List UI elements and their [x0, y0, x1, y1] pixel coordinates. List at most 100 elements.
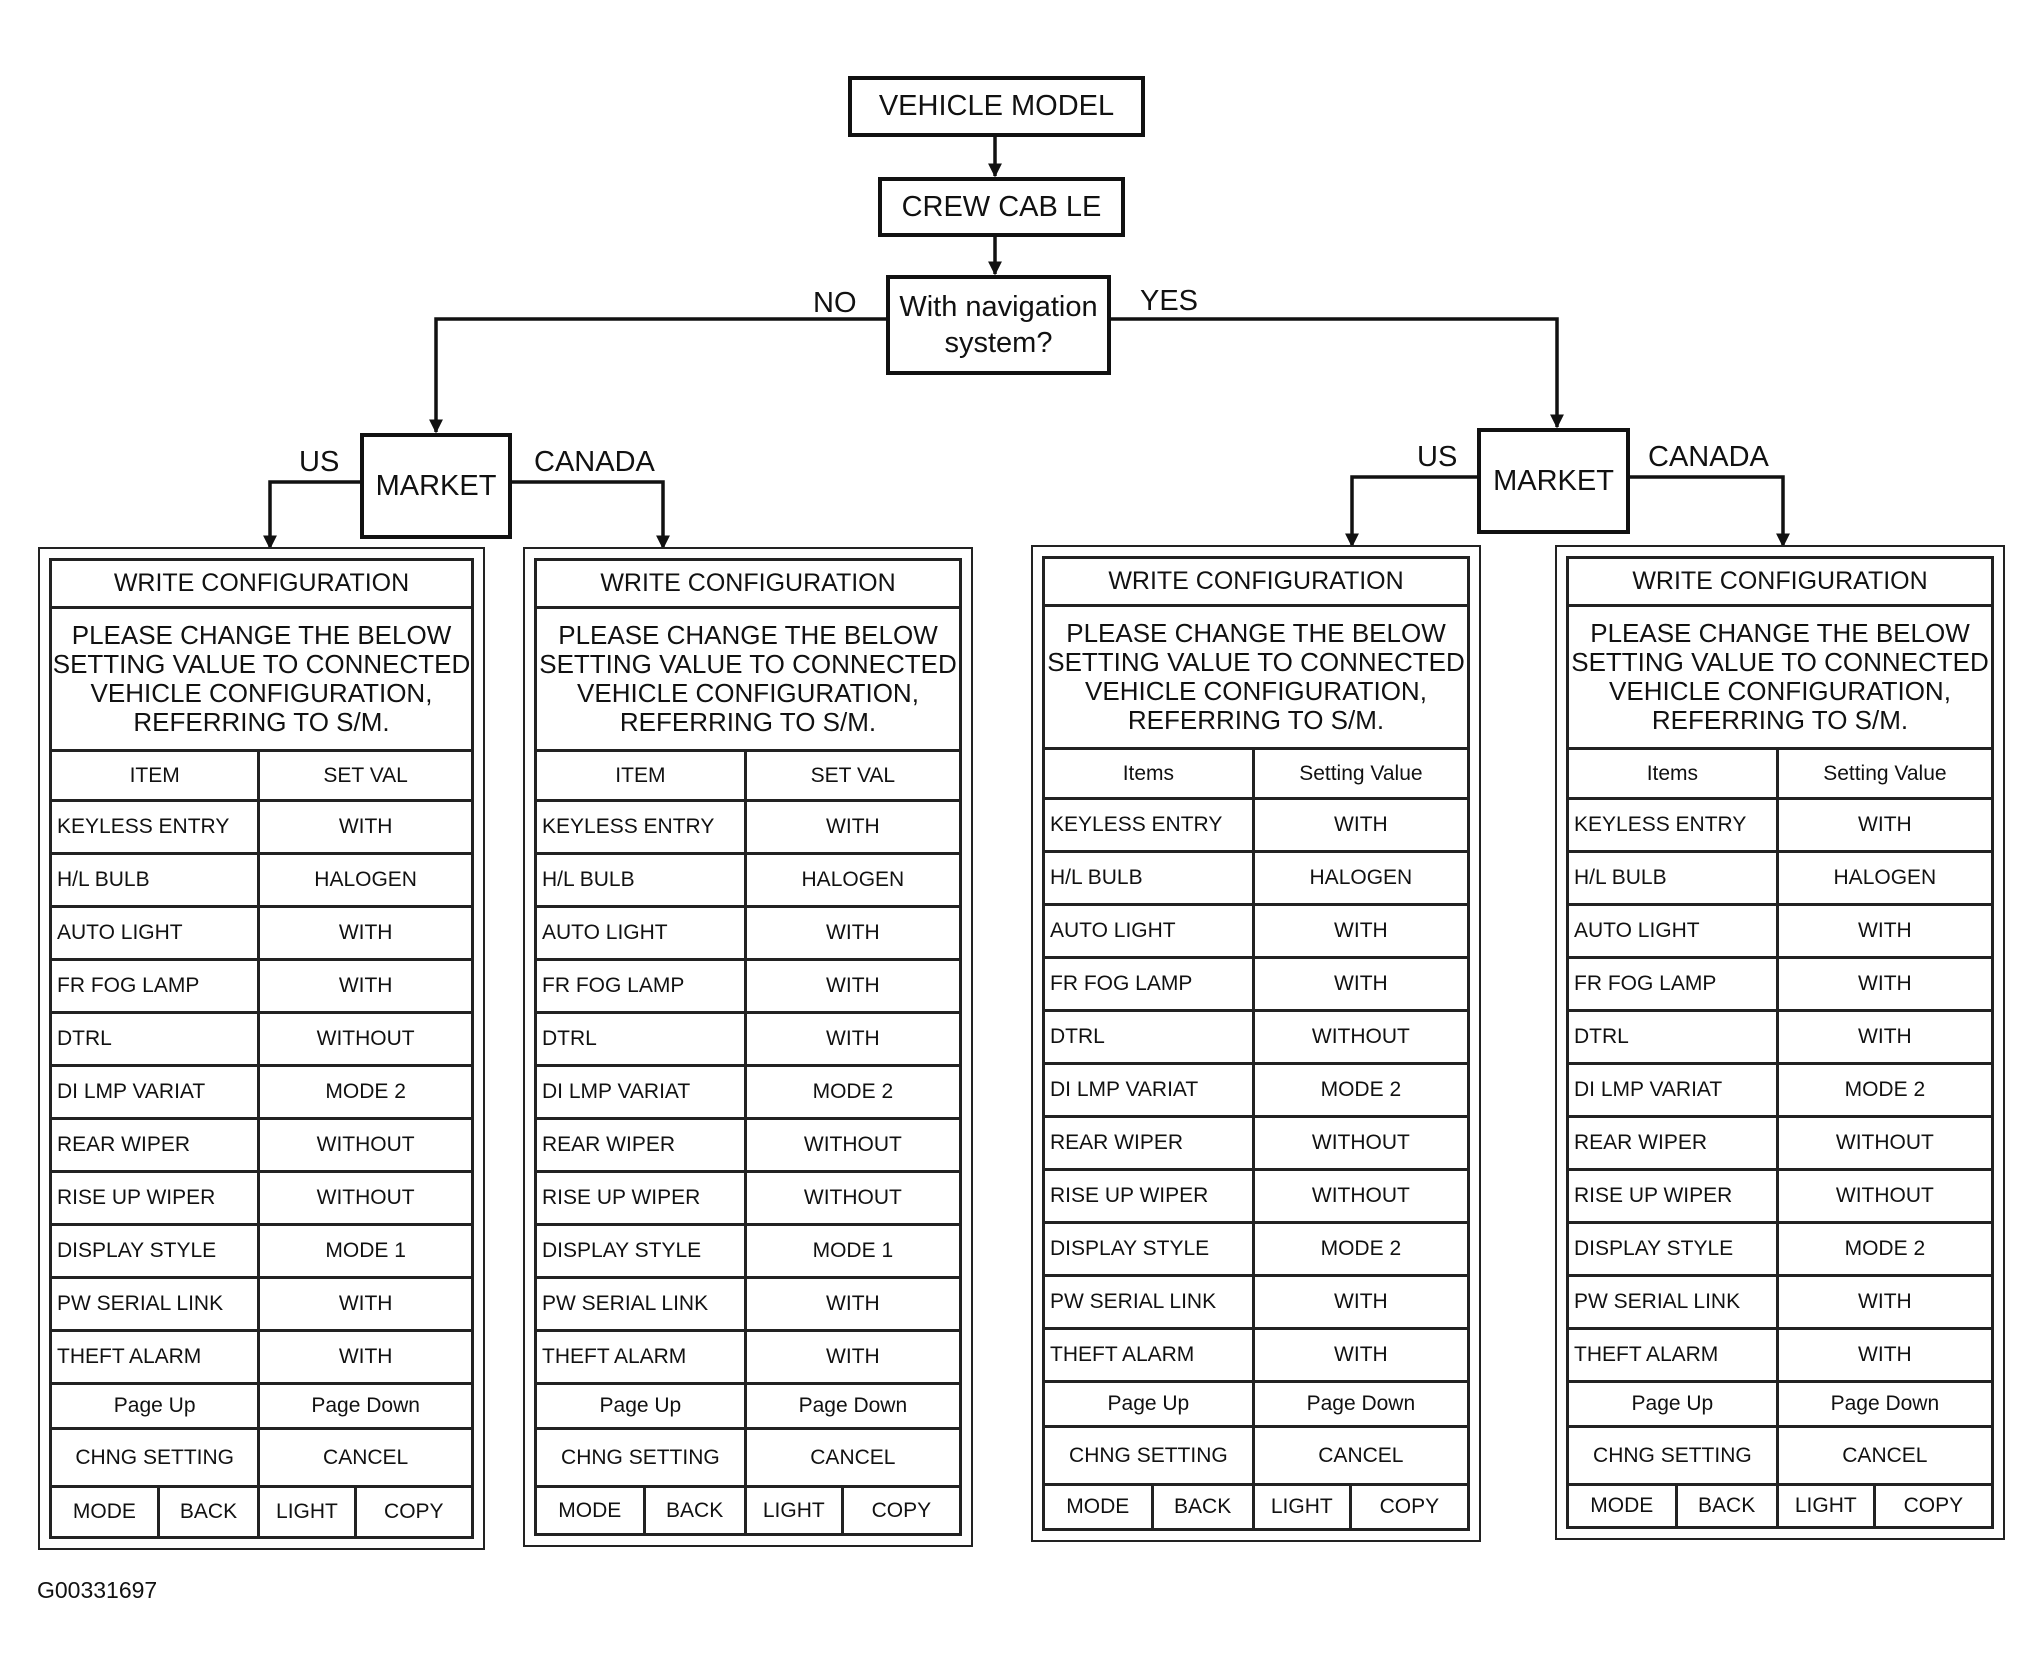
row-setting-value: WITHOUT	[257, 1120, 471, 1170]
back-button[interactable]: BACK	[1674, 1486, 1776, 1526]
row-setting-value: WITH	[257, 802, 471, 852]
row-item-label: REAR WIPER	[542, 1133, 676, 1156]
row-setting-value: WITHOUT	[1251, 1118, 1467, 1168]
mode-button[interactable]: MODE	[1066, 1495, 1130, 1518]
page-down-button[interactable]: Page Down	[743, 1385, 959, 1427]
row-item-label: FR FOG LAMP	[1574, 972, 1717, 995]
row-setting-value: WITH	[1251, 906, 1467, 956]
market-text: MARKET	[375, 469, 497, 502]
message-line: REFERRING TO S/M.	[619, 707, 877, 737]
row-setting-value: WITH	[1775, 1012, 1991, 1062]
back-button[interactable]: BACK	[1150, 1486, 1252, 1528]
page-navigation-row: Page Up Page Down	[1569, 1383, 1991, 1428]
action-button-row: CHNG SETTING CANCEL	[537, 1430, 959, 1488]
copy-button[interactable]: COPY	[1872, 1486, 1991, 1526]
light-button[interactable]: LIGHT	[257, 1488, 353, 1536]
page-up-button[interactable]: Page Up	[1631, 1392, 1714, 1415]
no-label: NO	[813, 287, 857, 319]
canada-label-left: CANADA	[534, 446, 655, 478]
change-setting-button[interactable]: CHNG SETTING	[1069, 1443, 1228, 1467]
panel-title-row: WRITE CONFIGURATION	[1045, 559, 1467, 607]
light-button[interactable]: LIGHT	[743, 1488, 841, 1533]
row-setting-value: WITH	[1775, 1277, 1991, 1327]
navigation-question-box: With navigation system?	[886, 275, 1111, 375]
row-item-label: THEFT ALARM	[1574, 1343, 1719, 1366]
light-button[interactable]: LIGHT	[1775, 1486, 1873, 1526]
canada-label-right: CANADA	[1648, 441, 1769, 473]
arrow-right-us	[1345, 475, 1480, 548]
copy-button[interactable]: COPY	[1348, 1486, 1467, 1528]
page-up-button[interactable]: Page Up	[113, 1394, 196, 1417]
mode-button[interactable]: MODE	[558, 1498, 622, 1522]
back-button[interactable]: BACK	[642, 1488, 744, 1533]
market-box-left: MARKET	[360, 433, 512, 539]
row-setting-value: MODE 2	[257, 1067, 471, 1117]
panel-title: WRITE CONFIGURATION	[600, 569, 896, 597]
cancel-button[interactable]: CANCEL	[1775, 1428, 1991, 1483]
column-header-value: SET VAL	[257, 752, 471, 799]
cancel-button[interactable]: CANCEL	[743, 1430, 959, 1485]
row-item-label: FR FOG LAMP	[57, 974, 200, 997]
back-button[interactable]: BACK	[156, 1488, 258, 1536]
change-setting-button[interactable]: CHNG SETTING	[1593, 1443, 1752, 1467]
market-text: MARKET	[1493, 464, 1614, 497]
arrow-right-canada	[1630, 475, 1790, 548]
page-up-button[interactable]: Page Up	[599, 1394, 682, 1417]
cancel-button[interactable]: CANCEL	[1251, 1428, 1467, 1483]
mode-button[interactable]: MODE	[1590, 1494, 1654, 1517]
row-item-label: REAR WIPER	[1050, 1131, 1184, 1154]
row-setting-value: MODE 2	[1251, 1065, 1467, 1115]
row-item-label: AUTO LIGHT	[57, 921, 183, 944]
message-line: PLEASE CHANGE THE BELOW	[1590, 618, 1970, 648]
copy-button[interactable]: COPY	[353, 1488, 471, 1536]
action-button-row: CHNG SETTING CANCEL	[1045, 1428, 1467, 1486]
change-setting-button[interactable]: CHNG SETTING	[561, 1445, 720, 1469]
row-item-label: DI LMP VARIAT	[1574, 1078, 1723, 1101]
mode-button[interactable]: MODE	[72, 1500, 136, 1523]
row-setting-value: WITH	[257, 908, 471, 958]
change-setting-button[interactable]: CHNG SETTING	[75, 1445, 234, 1469]
light-button[interactable]: LIGHT	[1251, 1486, 1349, 1528]
row-setting-value: MODE 2	[743, 1067, 959, 1117]
panel-title-row: WRITE CONFIGURATION	[537, 561, 959, 609]
page-navigation-row: Page Up Page Down	[537, 1385, 959, 1430]
row-item-label: RISE UP WIPER	[1574, 1184, 1733, 1207]
row-setting-value: WITH	[743, 1279, 959, 1329]
row-setting-value: WITH	[1775, 1330, 1991, 1380]
row-setting-value: MODE 1	[743, 1226, 959, 1276]
row-item-label: KEYLESS ENTRY	[1050, 813, 1223, 836]
row-setting-value: WITH	[1251, 1330, 1467, 1380]
cancel-button[interactable]: CANCEL	[257, 1430, 471, 1485]
copy-button[interactable]: COPY	[840, 1488, 959, 1533]
row-setting-value: HALOGEN	[1775, 853, 1991, 903]
row-setting-value: WITH	[1251, 1277, 1467, 1327]
page-down-button[interactable]: Page Down	[1251, 1383, 1467, 1425]
row-item-label: DISPLAY STYLE	[542, 1239, 702, 1262]
page-down-button[interactable]: Page Down	[1775, 1383, 1991, 1425]
page-down-button[interactable]: Page Down	[257, 1385, 471, 1427]
row-setting-value: WITH	[257, 961, 471, 1011]
page-up-button[interactable]: Page Up	[1107, 1392, 1190, 1415]
